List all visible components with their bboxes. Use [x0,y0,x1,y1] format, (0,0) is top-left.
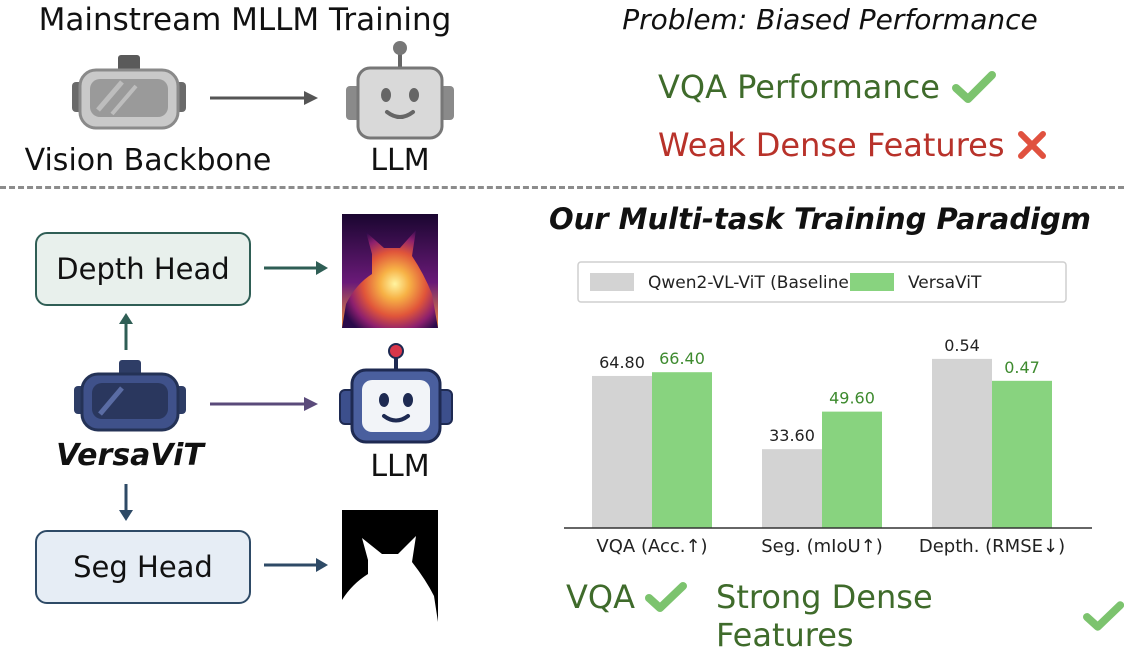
chart-bar [652,372,712,528]
legend-swatch [590,273,634,291]
robot-icon [346,41,454,140]
seg-head-label: Seg Head [73,550,213,584]
chart-legend [577,261,1067,303]
depth-head-box: Depth Head [35,232,251,306]
check-icon [644,582,687,612]
result-dense-line: Strong Dense Features [716,578,1124,654]
arrow-icon [264,261,328,275]
x-tick-label: Depth. (RMSE↓) [919,536,1065,557]
result-vqa-text: VQA [566,578,635,616]
result-vqa-line: VQA [566,578,687,616]
data-label: 66.40 [659,349,705,368]
x-tick-label: VQA (Acc.↑) [596,536,707,557]
legend-swatch [850,273,894,291]
mainstream-title: Mainstream MLLM Training [38,2,452,38]
arrow-icon [264,558,328,572]
arrow-icon [119,484,133,521]
chart-bar [822,411,882,528]
data-label: 0.47 [1004,358,1040,377]
weak-dense-text: Weak Dense Features [658,126,1005,164]
data-label: 64.80 [599,353,645,372]
data-label: 49.60 [829,389,875,408]
chart-bar [992,380,1052,528]
chart-bar [932,358,992,528]
depth-map-image [342,214,438,328]
result-dense-text: Strong Dense Features [716,578,933,654]
paradigm-title: Our Multi-task Training Paradigm [548,202,1092,236]
arrow-icon [119,313,133,350]
data-label: 0.54 [944,336,980,355]
robot-icon [339,343,453,444]
seg-head-box: Seg Head [35,530,251,604]
vr-headset-icon [72,55,186,130]
check-icon [951,71,996,103]
data-label: 33.60 [769,426,815,445]
llm-label-bottom: LLM [370,449,430,484]
depth-head-label: Depth Head [56,252,230,286]
x-tick-label: Seg. (mIoU↑) [761,536,883,557]
cross-icon [1017,131,1046,159]
problem-title: Problem: Biased Performance [622,3,1038,36]
llm-label-top: LLM [370,143,430,178]
weak-dense-line: Weak Dense Features [658,126,1047,164]
vqa-performance-line: VQA Performance [658,68,996,106]
bar-chart: Qwen2-VL-ViT (Baseline) VersaViT 64.80 66.4… [564,261,1092,557]
vr-headset-icon [74,360,186,432]
vqa-performance-text: VQA Performance [658,68,940,106]
legend-label: VersaViT [908,273,982,293]
arrow-icon [210,397,318,411]
versavit-label: VersaViT [56,438,204,473]
vision-backbone-label: Vision Backbone [24,143,272,178]
segmentation-mask-image [342,510,438,622]
check-icon [1082,601,1124,631]
section-divider [0,186,1124,189]
chart-bar [762,449,822,528]
chart-bar [592,375,652,528]
arrow-icon [210,91,318,105]
legend-label: Qwen2-VL-ViT (Baseline) [648,273,856,293]
